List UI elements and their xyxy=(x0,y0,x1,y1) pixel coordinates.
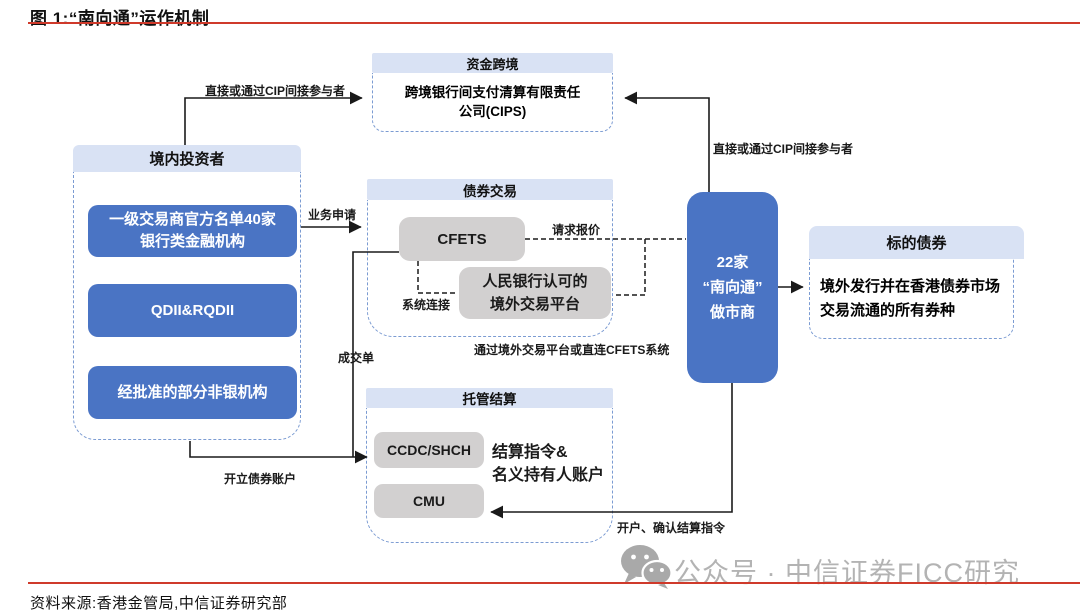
arrow-marketmaker-to-cips xyxy=(624,91,710,192)
investor-item-nonbank: 经批准的部分非银机构 xyxy=(88,366,297,419)
source-text: 资料来源:香港金管局,中信证券研究部 xyxy=(30,595,288,612)
source-divider xyxy=(28,582,1080,584)
label-via-platform: 通过境外交易平台或直连CFETS系统 xyxy=(474,343,670,357)
investor-item-line: 经批准的部分非银机构 xyxy=(117,383,268,401)
bonds-group-header: 标的债券 xyxy=(809,226,1024,259)
cips-box: 跨境银行间支付清算有限责任 公司(CIPS) xyxy=(372,73,613,132)
investor-item-line: 银行类金融机构 xyxy=(139,233,245,250)
cmu-label: CMU xyxy=(413,493,445,509)
cmu-box: CMU xyxy=(374,484,484,518)
label-cip-participant-right: 直接或通过CIP间接参与者 xyxy=(713,142,854,156)
label-business-apply: 业务申请 xyxy=(308,208,357,222)
watermark-text: 公众号 · 中信证券FICC研究 xyxy=(674,558,1020,588)
investor-item-line: QDII&RQDII xyxy=(150,301,235,319)
investors-container xyxy=(73,172,301,440)
label-quote-request: 请求报价 xyxy=(552,223,601,237)
label-trade-ticket: 成交单 xyxy=(338,351,375,365)
cfets-label: CFETS xyxy=(437,230,487,248)
trading-group-header: 债券交易 xyxy=(367,179,613,200)
dashed-platform-branch xyxy=(613,239,646,296)
bonds-scope-line1: 境外发行并在香港债券市场 xyxy=(820,277,1001,295)
arrow-investors-to-cips xyxy=(184,91,363,145)
market-maker-line1: 22家 xyxy=(716,254,749,271)
arrow-open-bond-account xyxy=(189,441,368,464)
custody-group-header: 托管结算 xyxy=(366,388,613,408)
market-maker-line3: 做市商 xyxy=(709,304,755,321)
market-maker-box: 22家 “南向通” 做市商 xyxy=(687,192,778,383)
offshore-platform-box: 人民银行认可的 境外交易平台 xyxy=(459,267,611,319)
cips-line1: 跨境银行间支付清算有限责任 xyxy=(404,85,581,100)
settlement-note-line1: 结算指令& xyxy=(492,444,568,461)
offshore-platform-line2: 境外交易平台 xyxy=(489,296,580,313)
investor-item-qdii: QDII&RQDII xyxy=(88,284,297,337)
ccdc-shch-box: CCDC/SHCH xyxy=(374,432,484,468)
market-maker-line2: “南向通” xyxy=(702,279,763,296)
settlement-note-line2: 名义持有人账户 xyxy=(492,467,605,484)
investor-item-primary-dealers: 一级交易商官方名单40家 银行类金融机构 xyxy=(88,205,297,257)
funds-cross-border-group: 资金跨境 跨境银行间支付清算有限责任 公司(CIPS) xyxy=(372,53,613,132)
domestic-investors-group: 境内投资者 xyxy=(73,145,301,440)
cfets-box: CFETS xyxy=(399,217,525,261)
title-divider xyxy=(28,22,1080,24)
label-open-account: 开立债券账户 xyxy=(224,472,297,486)
bonds-scope-line2: 交易流通的所有券种 xyxy=(820,301,956,319)
funds-group-header: 资金跨境 xyxy=(372,53,613,73)
cips-line2: 公司(CIPS) xyxy=(458,104,527,119)
offshore-platform-line1: 人民银行认可的 xyxy=(482,273,588,290)
label-cip-participant-left: 直接或通过CIP间接参与者 xyxy=(205,84,346,98)
wechat-icon xyxy=(621,545,672,589)
ccdc-shch-label: CCDC/SHCH xyxy=(387,442,471,458)
label-open-confirm: 开户、确认结算指令 xyxy=(617,521,726,535)
target-bonds-group: 标的债券 境外发行并在香港债券市场 交易流通的所有券种 xyxy=(809,226,1024,339)
bonds-scope-box: 境外发行并在香港债券市场 交易流通的所有券种 xyxy=(809,259,1014,339)
settlement-note: 结算指令& 名义持有人账户 xyxy=(492,441,604,487)
investor-item-line: 一级交易商官方名单40家 xyxy=(109,211,276,228)
label-system-connect: 系统连接 xyxy=(402,298,451,312)
figure-title: 图 1:“南向通”运作机制 xyxy=(30,9,210,28)
investors-group-header: 境内投资者 xyxy=(73,145,301,172)
